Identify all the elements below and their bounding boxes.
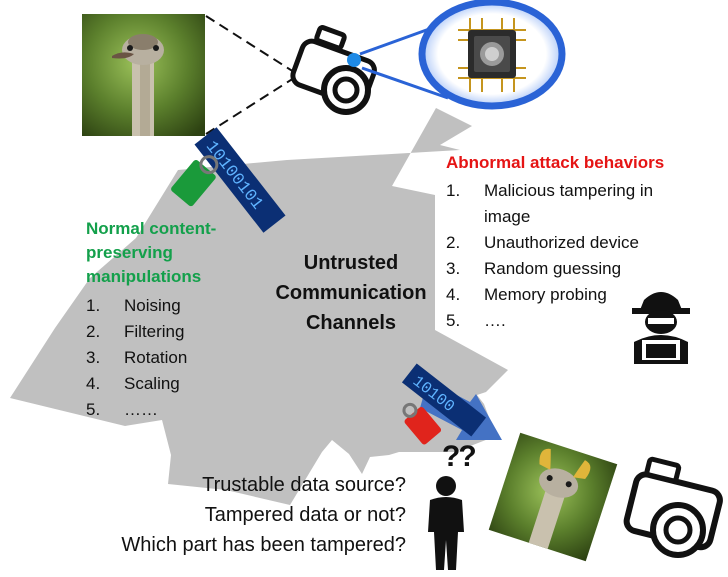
ostrich-photo <box>82 14 205 136</box>
hacker-icon <box>632 292 690 364</box>
question-marks: ?? <box>442 440 477 473</box>
binary-stream-bottom: 10100 <box>401 363 487 437</box>
attack-behaviors-list: 1. Malicious tampering in image 2. Unaut… <box>446 181 654 330</box>
person-icon <box>428 476 464 570</box>
tampered-ostrich-photo <box>488 432 618 562</box>
attack-behaviors-title: Abnormal attack behaviors <box>446 153 665 172</box>
center-line-1: Untrusted <box>303 252 399 274</box>
center-line-2: Communication <box>275 282 427 304</box>
normal-manipulations-list: 1. Noising 2. Filtering 3. Rotation 4. S… <box>86 296 188 419</box>
tag-icon-green <box>171 155 219 207</box>
question-which-part-tampered: Which part has been tampered? <box>121 534 406 556</box>
question-tampered-or-not: Tampered data or not? <box>204 504 406 526</box>
camera-icon <box>290 25 377 115</box>
normal-manipulations-title: Normal content-preserving manipulations <box>86 219 217 286</box>
question-trustable-source: Trustable data source? <box>202 474 406 496</box>
untrusted-channels-label: Untrusted Communication Channels <box>246 248 456 338</box>
chip-icon <box>418 0 566 110</box>
center-line-3: Channels <box>305 312 397 334</box>
tag-icon-red <box>402 402 442 445</box>
binary-stream-top: 10100101 <box>194 127 286 233</box>
camera-icon-bottom <box>623 456 723 558</box>
